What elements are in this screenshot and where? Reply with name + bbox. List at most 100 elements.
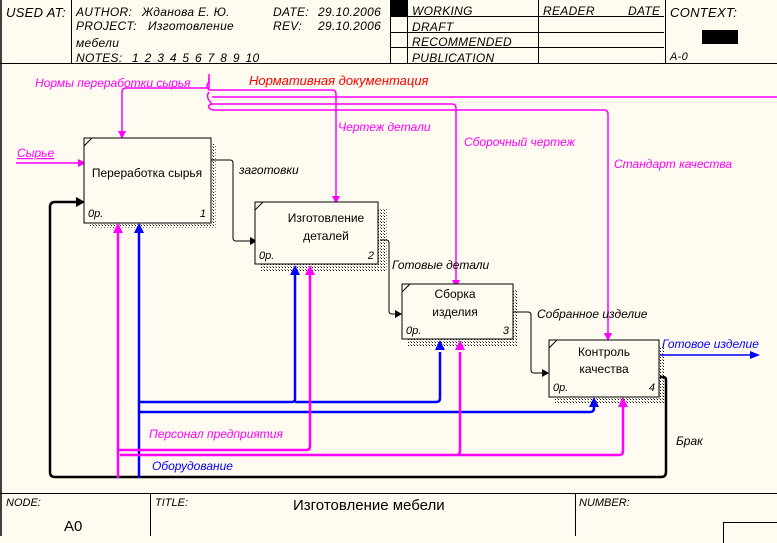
arrowhead <box>589 397 599 407</box>
node-label: NODE: <box>6 497 41 509</box>
status-draft[interactable]: DRAFT <box>412 20 454 34</box>
label-defect: Брак <box>676 434 704 448</box>
personnel-arrows <box>116 232 625 478</box>
footer-divider <box>575 493 576 536</box>
arrowhead <box>78 159 86 167</box>
activity-box-2[interactable]: Изготовление деталей 0р. 2 <box>254 201 379 265</box>
box-corner-mark <box>254 201 264 211</box>
status-row-line <box>390 16 664 17</box>
arrowhead <box>332 196 340 204</box>
arrowhead <box>455 340 465 350</box>
arrow-quality-standard[interactable] <box>212 109 609 337</box>
box-3-cost: 0р. <box>406 325 421 337</box>
label-finished-product: Готовое изделие <box>662 337 759 351</box>
arrowhead <box>395 310 402 318</box>
arrow-blanks[interactable] <box>211 159 250 242</box>
label-quality-standard: Стандарт качества <box>614 157 732 171</box>
context-box[interactable] <box>702 30 738 44</box>
personnel-arrowheads <box>113 223 628 407</box>
activity-box-1[interactable]: Переработка сырья 0р. 1 <box>83 137 212 224</box>
box-4-rect[interactable] <box>548 339 660 398</box>
project-label: PROJECT: <box>76 19 137 33</box>
box-1-title: Переработка сырья <box>92 166 202 180</box>
box-2-title-line1: Изготовление <box>288 211 365 225</box>
context-divider <box>665 0 666 63</box>
status-divider-left <box>390 0 391 63</box>
footer-divider <box>150 493 151 536</box>
arrowhead <box>250 237 257 245</box>
activity-box-3[interactable]: Сборка изделия 0р. 3 <box>401 283 514 340</box>
header-bottom-border <box>0 63 777 64</box>
notes-list[interactable]: 1 2 3 4 5 6 7 8 9 10 <box>132 51 260 65</box>
flow-arrows <box>211 159 543 374</box>
label-norm-docs: Нормативная документация <box>249 73 429 88</box>
label-blanks: заготовки <box>238 163 299 177</box>
author-label: AUTHOR: <box>76 5 133 19</box>
arrowhead <box>118 131 126 139</box>
status-row-line <box>390 47 664 48</box>
arrowhead <box>290 265 300 275</box>
box-4-cost: 0р. <box>553 382 568 394</box>
box-3-rect[interactable] <box>401 283 514 340</box>
arrowhead <box>618 397 628 407</box>
status-selected-marker[interactable] <box>391 0 407 16</box>
label-assembled-product: Собранное изделие <box>537 307 648 321</box>
title-label: TITLE: <box>155 497 189 509</box>
header-divider <box>71 0 72 63</box>
box-2-title-line2: деталей <box>303 229 349 243</box>
arrowhead <box>435 340 445 350</box>
box-3-number: 3 <box>503 325 510 337</box>
status-publication[interactable]: PUBLICATION <box>412 51 495 65</box>
footer-top-border <box>0 493 777 494</box>
arrow-part-drawing[interactable] <box>212 89 337 197</box>
label-equipment: Оборудование <box>152 459 233 473</box>
page-number-box <box>723 522 777 543</box>
box-1-rect[interactable] <box>83 137 212 224</box>
author-value: Жданова Е. Ю. <box>142 5 230 19</box>
arrowhead <box>305 265 315 275</box>
arrow-assembled-product[interactable] <box>512 311 543 374</box>
reader-date-label: DATE <box>628 4 661 18</box>
arrow-norm-split <box>206 74 212 91</box>
arrow-assembly-drawing[interactable] <box>212 103 457 281</box>
status-divider-mid <box>407 0 408 63</box>
arrowhead <box>76 197 85 207</box>
box-3-title-line2: изделия <box>432 305 477 319</box>
reader-label: READER <box>543 4 595 18</box>
diagram-title: Изготовление мебели <box>293 497 445 514</box>
arrow-equipment-4[interactable] <box>139 404 596 414</box>
status-working[interactable]: WORKING <box>412 4 473 18</box>
arrow-raw-norms[interactable] <box>121 77 210 132</box>
box-2-rect[interactable] <box>254 201 379 265</box>
box-4-title-line1: Контроль <box>578 345 630 359</box>
arrowhead <box>750 351 760 359</box>
context-node: A-0 <box>670 51 689 63</box>
arrow-finished-parts[interactable] <box>380 239 396 315</box>
arrowhead <box>113 223 123 233</box>
status-recommended[interactable]: RECOMMENDED <box>412 35 512 49</box>
label-part-drawing: Чертеж детали <box>338 120 431 134</box>
arrow-personnel-4[interactable] <box>456 404 625 457</box>
flow-arrowheads <box>250 237 549 377</box>
label-assembly-drawing: Сборочный чертеж <box>464 135 576 149</box>
box-2-cost: 0р. <box>259 250 274 262</box>
label-raw-norms: Нормы переработки сырья <box>35 76 191 90</box>
number-label: NUMBER: <box>579 497 630 509</box>
box-1-cost: 0р. <box>88 208 103 220</box>
box-2-number: 2 <box>367 250 374 262</box>
arrowhead <box>542 369 549 377</box>
arrow-equipment-2[interactable] <box>139 274 297 404</box>
box-4-number: 4 <box>649 382 655 394</box>
arrow-defect[interactable] <box>48 200 668 479</box>
node-value: A0 <box>64 518 83 535</box>
box-1-number: 1 <box>200 208 206 220</box>
arrowhead <box>604 333 612 341</box>
project-value-line2: мебели <box>76 36 120 50</box>
arrow-equipment-3[interactable] <box>295 352 442 404</box>
label-personnel: Персонал предприятия <box>149 427 283 441</box>
arrow-personnel-2[interactable] <box>118 274 312 452</box>
box-corner-mark <box>83 137 93 147</box>
activity-box-4[interactable]: Контроль качества 0р. 4 <box>548 339 660 398</box>
